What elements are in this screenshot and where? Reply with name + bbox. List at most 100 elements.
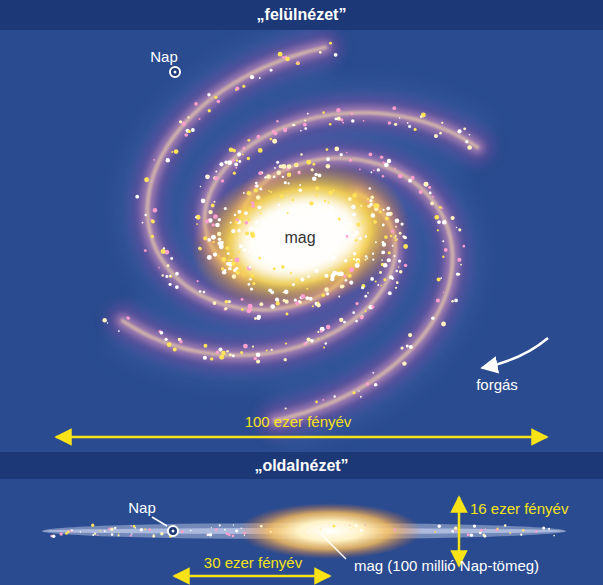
star bbox=[232, 535, 235, 538]
star bbox=[227, 160, 232, 165]
star bbox=[250, 287, 253, 290]
star bbox=[242, 154, 244, 156]
star bbox=[228, 300, 231, 303]
star bbox=[241, 298, 244, 301]
star bbox=[304, 119, 306, 121]
star bbox=[211, 527, 212, 528]
star bbox=[298, 188, 302, 192]
star bbox=[303, 123, 307, 127]
star bbox=[213, 241, 215, 243]
star bbox=[215, 171, 217, 173]
star bbox=[387, 258, 391, 262]
star bbox=[419, 190, 423, 194]
star bbox=[330, 206, 334, 210]
star bbox=[394, 529, 396, 531]
star bbox=[140, 528, 143, 531]
star bbox=[144, 249, 147, 252]
star bbox=[232, 159, 235, 162]
star bbox=[312, 177, 317, 182]
star bbox=[248, 251, 250, 253]
star bbox=[166, 158, 170, 162]
star bbox=[174, 149, 179, 154]
star bbox=[207, 93, 210, 96]
star bbox=[160, 532, 163, 535]
star bbox=[215, 223, 220, 228]
star bbox=[217, 232, 221, 236]
star bbox=[319, 528, 321, 530]
star bbox=[365, 524, 366, 525]
star bbox=[251, 204, 255, 208]
spiral-arms bbox=[123, 47, 478, 420]
star bbox=[343, 321, 346, 324]
star bbox=[314, 173, 318, 177]
star bbox=[226, 262, 230, 266]
star bbox=[224, 161, 227, 164]
star bbox=[348, 274, 352, 278]
star bbox=[460, 264, 462, 266]
star bbox=[399, 117, 401, 119]
star bbox=[274, 132, 278, 136]
star bbox=[441, 122, 443, 124]
view-title: „oldalnézet” bbox=[254, 457, 348, 475]
star bbox=[205, 220, 209, 224]
star bbox=[203, 356, 207, 360]
star bbox=[239, 244, 243, 248]
star bbox=[287, 172, 292, 177]
star bbox=[118, 534, 119, 535]
star bbox=[398, 174, 403, 179]
star bbox=[215, 528, 218, 531]
star bbox=[455, 530, 457, 532]
star bbox=[196, 223, 198, 225]
star bbox=[231, 261, 235, 265]
star bbox=[349, 158, 352, 161]
star bbox=[224, 529, 226, 531]
star bbox=[268, 288, 272, 292]
star bbox=[457, 258, 461, 262]
star bbox=[380, 529, 381, 530]
star bbox=[203, 236, 207, 240]
star bbox=[294, 299, 297, 302]
star bbox=[281, 164, 286, 169]
star bbox=[134, 527, 136, 529]
core-label: mag (100 millió Nap-tömeg) bbox=[354, 557, 539, 574]
star bbox=[272, 139, 277, 144]
star bbox=[360, 205, 362, 207]
star bbox=[469, 134, 471, 136]
star bbox=[296, 61, 300, 65]
star bbox=[59, 532, 62, 535]
star bbox=[395, 218, 400, 223]
star bbox=[340, 284, 344, 288]
star bbox=[382, 241, 385, 244]
star bbox=[322, 111, 325, 114]
star bbox=[216, 351, 219, 354]
star bbox=[208, 210, 212, 214]
star bbox=[373, 169, 375, 171]
star bbox=[276, 161, 279, 164]
star bbox=[308, 530, 310, 532]
star bbox=[222, 270, 227, 275]
star bbox=[213, 252, 217, 256]
bulge bbox=[238, 503, 422, 559]
star bbox=[394, 168, 396, 170]
star bbox=[245, 231, 249, 235]
star bbox=[432, 196, 434, 198]
star bbox=[270, 531, 272, 533]
star bbox=[542, 526, 545, 529]
star bbox=[439, 206, 442, 209]
star bbox=[366, 382, 369, 385]
star bbox=[211, 203, 215, 207]
dimension-label: 30 ezer fényév bbox=[204, 554, 302, 571]
star bbox=[169, 283, 172, 286]
star bbox=[318, 338, 319, 339]
star bbox=[259, 302, 263, 306]
star bbox=[80, 531, 82, 533]
star bbox=[299, 184, 301, 186]
star bbox=[221, 179, 224, 182]
star bbox=[345, 279, 348, 282]
star bbox=[434, 134, 438, 138]
star bbox=[130, 535, 132, 537]
star bbox=[316, 303, 320, 307]
star bbox=[387, 159, 391, 163]
star bbox=[268, 190, 270, 192]
star bbox=[442, 240, 444, 242]
